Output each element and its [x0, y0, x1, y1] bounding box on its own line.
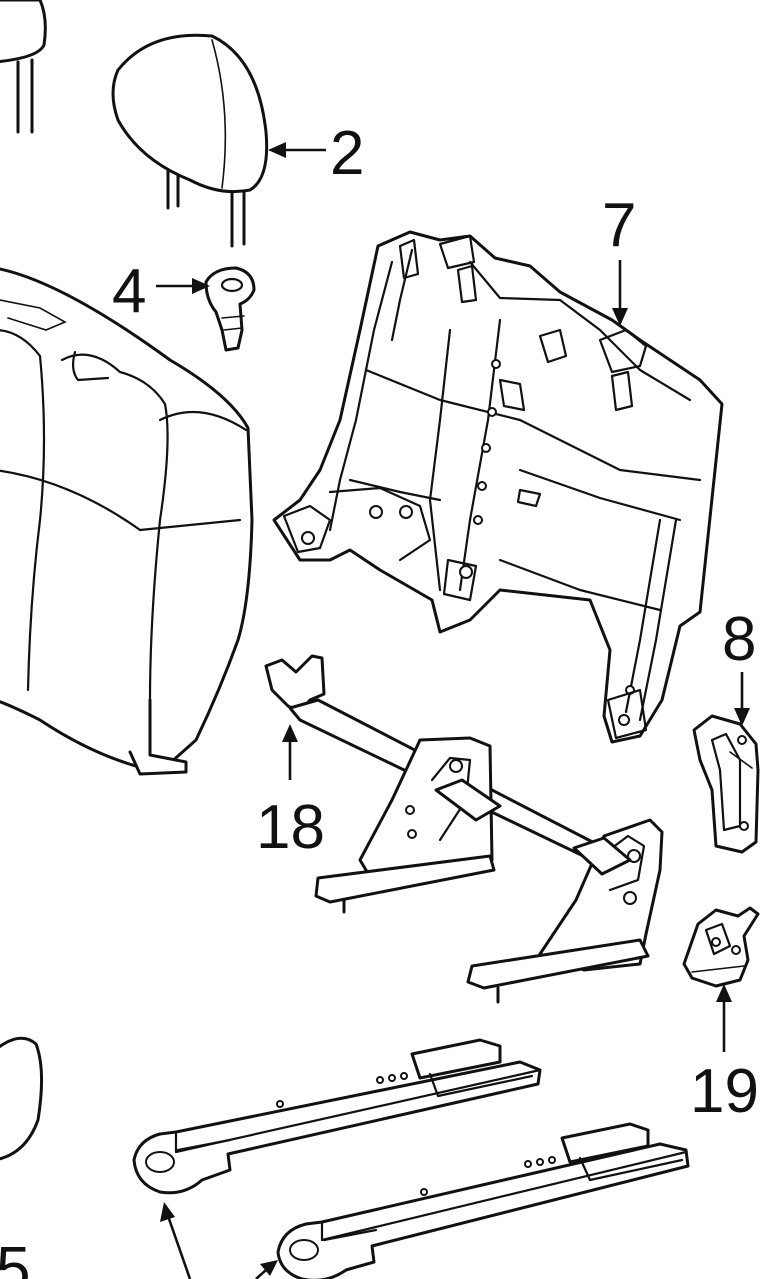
leader-line-track-a	[160, 1202, 192, 1279]
bracket-part-8	[692, 714, 760, 854]
callout-2: 2	[330, 119, 364, 188]
seat-track-lower	[276, 1122, 690, 1279]
headrest-fragment	[0, 0, 47, 134]
callout-4: 4	[112, 257, 146, 326]
headrest-guide-part-4	[204, 266, 256, 352]
callout-5: 5	[0, 1235, 30, 1279]
headrest-part-2	[111, 33, 269, 248]
hinge-cover-part-19	[682, 906, 760, 988]
seat-track-upper	[132, 1038, 542, 1195]
seat-hinge-bar-part-18	[264, 654, 664, 1004]
leader-line-track-b	[255, 1260, 278, 1279]
seatback-cushion	[0, 267, 254, 776]
leader-line-19	[716, 984, 732, 1052]
leader-line-2	[268, 142, 326, 158]
leader-line-18	[282, 724, 298, 780]
callout-18: 18	[256, 793, 325, 862]
leader-line-4	[156, 278, 210, 294]
callout-7: 7	[602, 191, 636, 260]
leader-line-7	[612, 260, 628, 326]
seatback-frame-part-7	[272, 230, 724, 744]
headrest-fragment-lower	[0, 1036, 44, 1161]
callout-8: 8	[722, 605, 756, 674]
leader-line-8	[734, 672, 750, 726]
callout-19: 19	[690, 1057, 759, 1126]
